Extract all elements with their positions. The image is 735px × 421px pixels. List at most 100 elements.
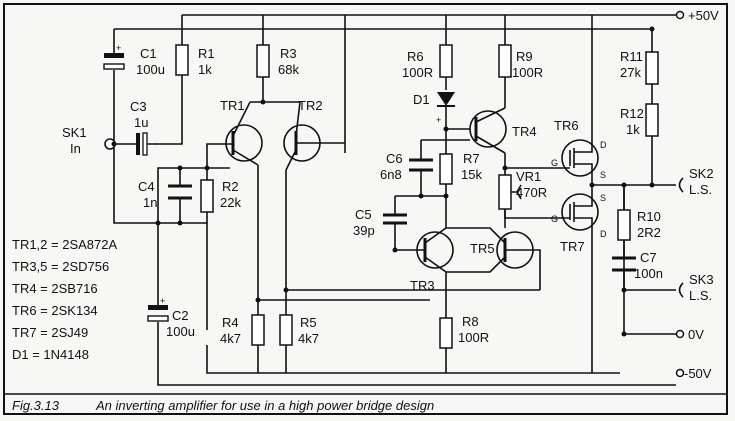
output-stage bbox=[560, 10, 685, 378]
vr1-value: 470R bbox=[516, 185, 547, 200]
tr5-name: TR5 bbox=[470, 241, 495, 256]
figure-number: Fig.3.13 bbox=[12, 398, 60, 413]
r9-body bbox=[498, 44, 512, 78]
collector-feeds bbox=[258, 289, 540, 301]
r5-name: R5 bbox=[300, 315, 317, 330]
r11-value: 27k bbox=[620, 65, 641, 80]
sk3-sub-label: L.S. bbox=[689, 288, 712, 303]
sk2-sub-label: L.S. bbox=[689, 182, 712, 197]
output-junction bbox=[589, 182, 595, 188]
c3-plate-left bbox=[136, 133, 140, 155]
r6-value: 100R bbox=[402, 65, 433, 80]
c1-name: C1 bbox=[140, 46, 157, 61]
zero-volt-terminal[interactable] bbox=[675, 329, 685, 339]
r11-body bbox=[645, 51, 659, 85]
r9-name: R9 bbox=[516, 49, 533, 64]
c4-junction-bottom bbox=[177, 220, 183, 226]
r1-name: R1 bbox=[198, 46, 215, 61]
r1-body bbox=[175, 44, 189, 76]
r4-value: 4k7 bbox=[220, 331, 241, 346]
r3-junction bbox=[260, 99, 266, 105]
vr1-junction-top bbox=[502, 165, 508, 171]
r5-value: 4k7 bbox=[298, 331, 319, 346]
c7-name: C7 bbox=[640, 250, 657, 265]
r7-value: 15k bbox=[461, 167, 482, 182]
r6-name: R6 bbox=[407, 49, 424, 64]
c1-plate-top bbox=[104, 53, 124, 58]
c3-plate-right bbox=[142, 132, 148, 156]
r1-wire bbox=[155, 15, 183, 145]
c5-name: C5 bbox=[355, 207, 372, 222]
c1-wire bbox=[113, 29, 158, 224]
tr7-drain-pin: D bbox=[600, 229, 607, 239]
r8-value: 100R bbox=[458, 330, 489, 345]
tr6-source-pin: S bbox=[600, 170, 606, 180]
tr6-gate-pin: G bbox=[551, 158, 558, 168]
sk1-junction bbox=[111, 141, 117, 147]
c7-junction bbox=[621, 287, 627, 293]
r2-name: R2 bbox=[222, 179, 239, 194]
c1-plus: + bbox=[116, 43, 121, 53]
minus-50v-rail bbox=[157, 360, 676, 386]
input-section: + + bbox=[103, 15, 230, 360]
tr7-symbol bbox=[561, 193, 599, 231]
tr7-name: TR7 bbox=[560, 239, 585, 254]
tr7-leads bbox=[560, 185, 593, 373]
r9-value: 100R bbox=[512, 65, 543, 80]
vr1-name: VR1 bbox=[516, 169, 541, 184]
tr1-base-wire bbox=[206, 143, 216, 168]
d1-symbol bbox=[437, 92, 455, 106]
vr1-body bbox=[498, 174, 512, 210]
parts-list-line: TR6 = 2SK134 bbox=[12, 303, 98, 318]
tr1-symbol bbox=[225, 124, 263, 162]
labels: +50V 0V -50V SK2 L.S. SK3 L.S. SK1 In C1… bbox=[62, 8, 719, 381]
r3-value: 68k bbox=[278, 62, 299, 77]
tr6-leads bbox=[560, 132, 593, 185]
tr4-symbol bbox=[469, 110, 507, 148]
r7-name: R7 bbox=[463, 151, 480, 166]
r5-junction bbox=[283, 287, 289, 293]
tr5-leads bbox=[446, 227, 541, 290]
parts-list-line: D1 = 1N4148 bbox=[12, 347, 89, 362]
tr6-symbol bbox=[561, 139, 599, 177]
r6-body bbox=[439, 44, 453, 78]
r11-junction bbox=[649, 26, 655, 32]
tr3-name: TR3 bbox=[410, 278, 435, 293]
minus-50v-label: -50V bbox=[684, 366, 712, 381]
zero-volt-junction bbox=[621, 331, 627, 337]
sk2-socket[interactable] bbox=[678, 177, 684, 193]
r8-body bbox=[439, 317, 453, 349]
r12-body bbox=[645, 103, 659, 137]
d1-plus: + bbox=[436, 115, 441, 125]
sk3-socket[interactable] bbox=[678, 282, 684, 298]
negative-branch-rail bbox=[206, 345, 620, 374]
driver-stage: + bbox=[383, 15, 560, 373]
sk2-label: SK2 bbox=[689, 166, 714, 181]
r10-body bbox=[617, 209, 631, 241]
tr3-leads bbox=[395, 227, 447, 373]
parts-list-line: TR7 = 2SJ49 bbox=[12, 325, 88, 340]
d1-junction bbox=[443, 126, 449, 132]
minus-50v-terminal[interactable] bbox=[675, 368, 685, 378]
c4-junction-top bbox=[177, 165, 183, 171]
r8-name: R8 bbox=[462, 314, 479, 329]
r3-name: R3 bbox=[280, 46, 297, 61]
parts-list: TR1,2 = 2SA872A TR3,5 = 2SD756 TR4 = 2SB… bbox=[12, 237, 117, 362]
tr2-leads bbox=[285, 101, 345, 290]
plus-50v-terminal[interactable] bbox=[675, 10, 685, 20]
c1-value: 100u bbox=[136, 62, 165, 77]
figure-border bbox=[3, 3, 728, 415]
r2-wire bbox=[158, 168, 208, 224]
c4-value: 1n bbox=[143, 195, 157, 210]
r12-name: R12 bbox=[620, 106, 644, 121]
c2-plus: + bbox=[160, 296, 165, 306]
c1-plate-bottom bbox=[103, 63, 125, 70]
c3-value: 1u bbox=[134, 115, 148, 130]
tr3-base-junction bbox=[392, 247, 398, 253]
differential-pair bbox=[206, 15, 540, 373]
c2-name: C2 bbox=[172, 308, 189, 323]
tr1-leads bbox=[216, 101, 259, 300]
tr2-name: TR2 bbox=[298, 98, 323, 113]
